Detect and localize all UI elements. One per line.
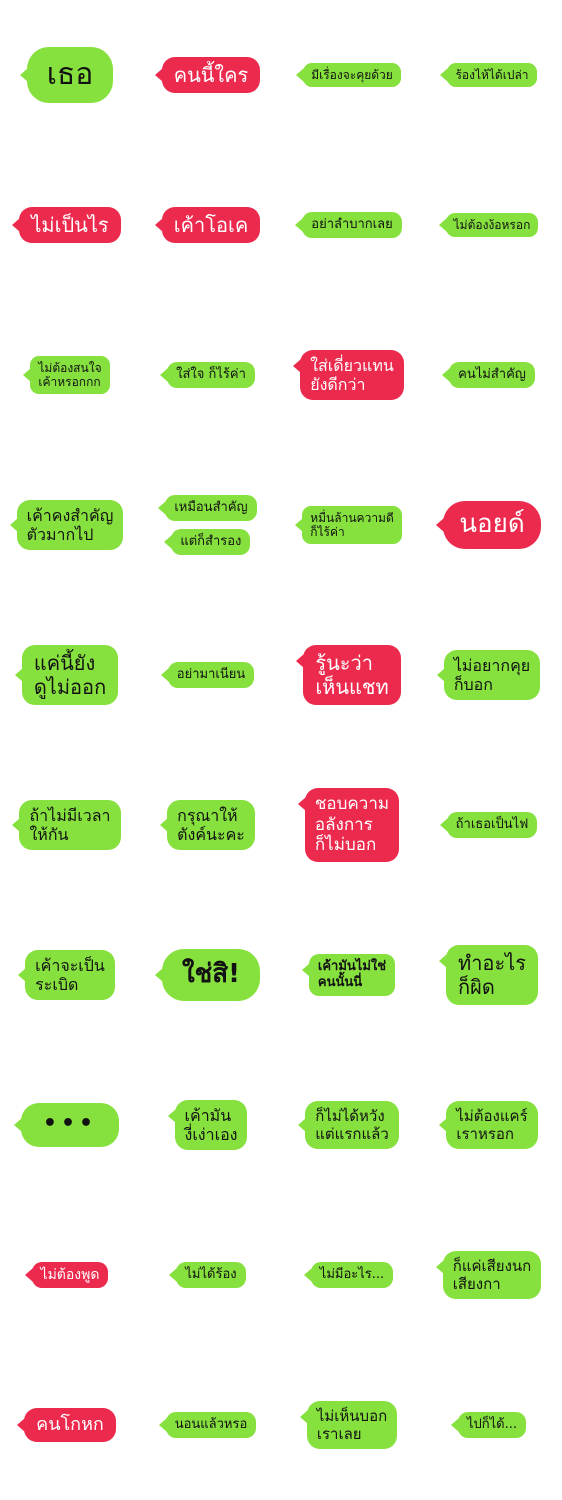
speech-bubble: ใช่สิ!	[154, 949, 261, 1001]
sticker-cell[interactable]: อย่ามาเนียน	[141, 600, 281, 750]
sticker-cell[interactable]: นอยด์	[422, 450, 562, 600]
speech-bubble: แค่นี้ยัง ดูไม่ออก	[14, 645, 119, 705]
sticker-cell[interactable]: ไม่ต้องง้อหรอก	[422, 150, 562, 300]
speech-bubble: ไม่เห็นบอก เราเลย	[299, 1401, 398, 1449]
speech-bubble: ไม่ต้องแคร์ เราหรอก	[439, 1101, 538, 1149]
sticker-cell[interactable]: ชอบความ อลังการ ก็ไม่บอก	[282, 750, 422, 900]
speech-bubble: นอนแล้วหรอ	[158, 1412, 257, 1438]
speech-bubble: นอยด์	[436, 501, 541, 549]
speech-bubble: ใส่เดี่ยวแทน ยังดีกว่า	[293, 349, 404, 401]
sticker-cell[interactable]: เหมือนสำคัญ แต่ก็สำรอง	[141, 450, 281, 600]
sticker-cell[interactable]: ใส่เดี่ยวแทน ยังดีกว่า	[282, 300, 422, 450]
speech-bubble: รู้นะว่า เห็นแชท	[296, 645, 401, 705]
speech-bubble: ใส่ใจ ก็ไร้ค่า	[160, 362, 255, 388]
sticker-cell[interactable]: แค่นี้ยัง ดูไม่ออก	[0, 600, 140, 750]
sticker-cell[interactable]: ไม่ต้องพูด	[0, 1200, 140, 1350]
speech-bubble: เค้าโอเค	[154, 207, 261, 243]
speech-bubble: หมื่นล้านความดี ก็ไร้ค่า	[295, 505, 402, 545]
sticker-cell[interactable]: เค้ามันไม่ใช่ คนนั้นนี่	[282, 900, 422, 1050]
sticker-cell[interactable]: ก็ไม่ได้หวัง แต่แรกแล้ว	[282, 1050, 422, 1200]
sticker-cell[interactable]: ไม่ต้องแคร์ เราหรอก	[422, 1050, 562, 1200]
sticker-cell[interactable]: รู้นะว่า เห็นแชท	[282, 600, 422, 750]
speech-bubble: ก็ไม่ได้หวัง แต่แรกแล้ว	[298, 1101, 399, 1149]
speech-bubble: เค้าจะเป็น ระเบิด	[18, 949, 115, 1001]
speech-bubble: เหมือนสำคัญ	[158, 495, 257, 521]
speech-bubble: มีเรื่องจะคุยด้วย	[296, 62, 401, 88]
sticker-cell[interactable]: คนโกหก	[0, 1350, 140, 1500]
speech-bubble: คนนี้ใคร	[154, 57, 261, 93]
speech-bubble: ไม่มีอะไร...	[303, 1262, 394, 1288]
sticker-cell[interactable]: ใส่ใจ ก็ไร้ค่า	[141, 300, 281, 450]
speech-bubble: ไม่อยากคุย ก็บอก	[436, 649, 541, 701]
speech-bubble: คนโกหก	[17, 1408, 116, 1442]
speech-bubble: ร้องไห้ได้เปล่า	[440, 62, 537, 88]
speech-bubble: ทำอะไร ก็ผิด	[439, 945, 538, 1005]
sticker-cell[interactable]: มีเรื่องจะคุยด้วย	[282, 0, 422, 150]
speech-bubble: เค้ามัน งี่เง่าเอง	[167, 1099, 248, 1151]
speech-bubble: ไม่ต้องพูด	[24, 1261, 109, 1289]
bubble-stack: เหมือนสำคัญ แต่ก็สำรอง	[158, 495, 257, 555]
speech-bubble: คนไม่สำคัญ	[442, 362, 535, 388]
sticker-cell[interactable]: ไปก็ได้...	[422, 1350, 562, 1500]
speech-bubble: เธอ	[19, 47, 114, 103]
speech-bubble: ถ้าเธอเป็นไฟ	[439, 812, 538, 838]
speech-bubble: กรุณาให้ ตังค์นะคะ	[160, 799, 255, 851]
sticker-cell[interactable]: ไม่มีอะไร...	[282, 1200, 422, 1350]
sticker-cell[interactable]: หมื่นล้านความดี ก็ไร้ค่า	[282, 450, 422, 600]
sticker-cell[interactable]: อย่าลำบากเลย	[282, 150, 422, 300]
speech-bubble: ไม่ได้ร้อง	[169, 1262, 246, 1288]
sticker-cell[interactable]: เค้ามัน งี่เง่าเอง	[141, 1050, 281, 1200]
speech-bubble: ไม่ต้องง้อหรอก	[438, 212, 539, 238]
speech-bubble: แต่ก็สำรอง	[164, 529, 251, 555]
sticker-cell[interactable]: คนไม่สำคัญ	[422, 300, 562, 450]
speech-bubble: ไม่เป็นไร	[12, 207, 121, 243]
sticker-cell[interactable]: นอนแล้วหรอ	[141, 1350, 281, 1500]
sticker-cell[interactable]: กรุณาให้ ตังค์นะคะ	[141, 750, 281, 900]
ellipsis-bubble: •••	[13, 1102, 120, 1148]
speech-bubble: ไปก็ได้...	[450, 1412, 527, 1438]
sticker-cell[interactable]: เค้าจะเป็น ระเบิด	[0, 900, 140, 1050]
sticker-cell[interactable]: ไม่เป็นไร	[0, 150, 140, 300]
sticker-cell[interactable]: ไม่เห็นบอก เราเลย	[282, 1350, 422, 1500]
speech-bubble: ก็แค่เสียงนก เสียงกา	[435, 1251, 542, 1299]
sticker-cell[interactable]: ถ้าเธอเป็นไฟ	[422, 750, 562, 900]
sticker-cell[interactable]: เค้าคงสำคัญ ตัวมากไป	[0, 450, 140, 600]
speech-bubble: อย่ามาเนียน	[160, 662, 255, 688]
sticker-cell[interactable]: ใช่สิ!	[141, 900, 281, 1050]
sticker-cell[interactable]: ถ้าไม่มีเวลา ให้กัน	[0, 750, 140, 900]
speech-bubble: เค้ามันไม่ใช่ คนนั้นนี่	[301, 954, 396, 996]
sticker-cell[interactable]: ก็แค่เสียงนก เสียงกา	[422, 1200, 562, 1350]
sticker-cell[interactable]: ร้องไห้ได้เปล่า	[422, 0, 562, 150]
speech-bubble: ชอบความ อลังการ ก็ไม่บอก	[297, 788, 400, 862]
speech-bubble: เค้าคงสำคัญ ตัวมากไป	[9, 499, 124, 551]
sticker-cell[interactable]: เค้าโอเค	[141, 150, 281, 300]
sticker-cell[interactable]: ทำอะไร ก็ผิด	[422, 900, 562, 1050]
speech-bubble: ไม่ต้องสนใจ เค้าหรอกกก	[23, 355, 110, 395]
sticker-cell[interactable]: คนนี้ใคร	[141, 0, 281, 150]
speech-bubble: อย่าลำบากเลย	[295, 212, 402, 238]
sticker-cell[interactable]: เธอ	[0, 0, 140, 150]
sticker-cell[interactable]: ไม่ต้องสนใจ เค้าหรอกกก	[0, 300, 140, 450]
sticker-cell[interactable]: ไม่อยากคุย ก็บอก	[422, 600, 562, 750]
speech-bubble: ถ้าไม่มีเวลา ให้กัน	[12, 799, 121, 851]
sticker-cell[interactable]: ไม่ได้ร้อง	[141, 1200, 281, 1350]
sticker-cell[interactable]: •••	[0, 1050, 140, 1200]
